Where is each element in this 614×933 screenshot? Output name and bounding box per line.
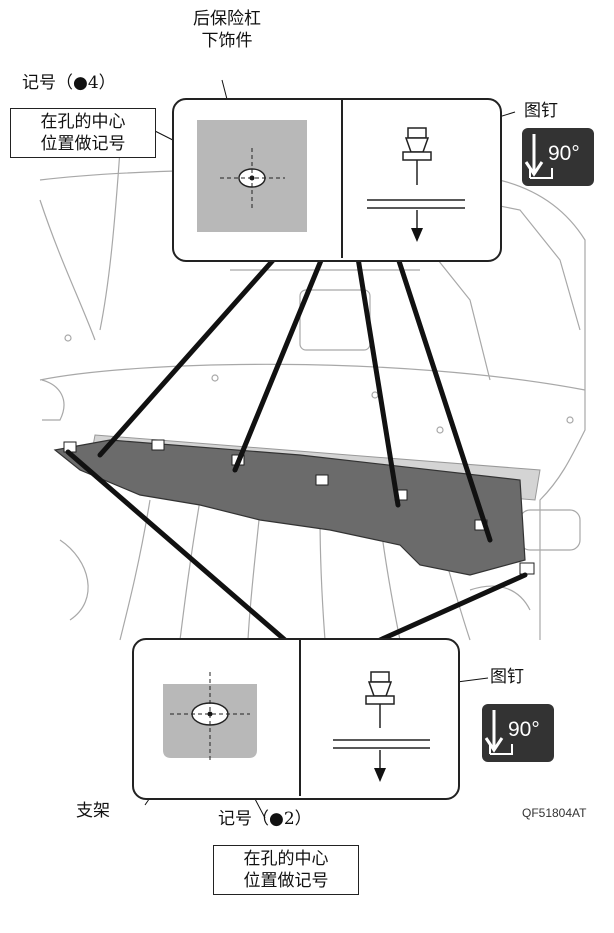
angle-badge-text: 90° bbox=[548, 142, 580, 166]
angle-badge-text: 90° bbox=[508, 718, 540, 742]
angle-badge-bottom: 90° bbox=[482, 704, 554, 762]
pushpin-icon bbox=[366, 672, 394, 728]
pushpin-bottom-label: 图钉 bbox=[490, 666, 524, 688]
bumper-lower-trim-label: 后保险杠 下饰件 bbox=[182, 8, 272, 52]
center-mark-bottom-line1: 在孔的中心 bbox=[218, 848, 354, 870]
bumper-lower-trim-line2: 下饰件 bbox=[182, 30, 272, 52]
center-mark-top-line2: 位置做记号 bbox=[15, 133, 151, 155]
bracket-label: 支架 bbox=[76, 800, 110, 822]
figure-code: QF51804AT bbox=[522, 806, 586, 820]
center-mark-bottom-line2: 位置做记号 bbox=[218, 870, 354, 892]
pushpin-top-label: 图钉 bbox=[524, 100, 558, 122]
insert-arrow bbox=[374, 768, 386, 782]
angle-badge-top: 90° bbox=[522, 128, 594, 186]
mark-bottom-label: 记号（●2） bbox=[218, 808, 312, 830]
center-mark-bottom-box: 在孔的中心 位置做记号 bbox=[213, 845, 359, 895]
bumper-lower-trim-line1: 后保险杠 bbox=[182, 8, 272, 30]
center-mark-top-box: 在孔的中心 位置做记号 bbox=[10, 108, 156, 158]
mark-top-label: 记号（●4） bbox=[22, 72, 116, 94]
center-mark-top-line1: 在孔的中心 bbox=[15, 111, 151, 133]
